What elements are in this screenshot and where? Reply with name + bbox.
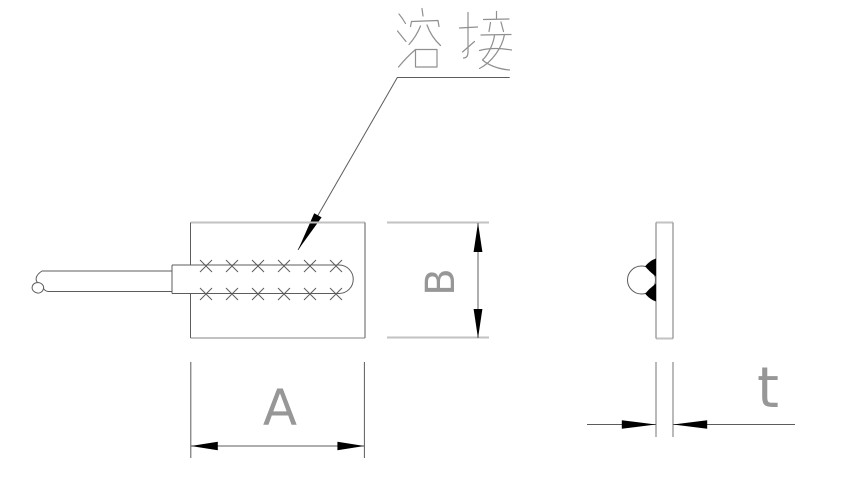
dim-a-label: A [263, 379, 297, 437]
weld-x-icon [225, 287, 239, 301]
weld-x-icon [251, 259, 265, 273]
front-view [31, 221, 366, 339]
weld-x-icon [329, 259, 343, 273]
dim-a-arrow-left-icon [190, 441, 218, 451]
fillet-weld-bottom-icon [645, 283, 656, 302]
wire-cross-section [627, 265, 656, 295]
dim-t-arrow-right-icon [621, 420, 656, 429]
side-view [627, 221, 674, 340]
dim-b-arrow-up-icon [473, 222, 483, 252]
dim-b-label: B [418, 268, 464, 295]
flat-end-round-cap [338, 264, 354, 294]
wire-break-symbol-icon [31, 270, 49, 294]
dim-a-arrow-right-icon [337, 441, 365, 451]
weld-x-icon [225, 259, 239, 273]
leader-line [297, 77, 510, 251]
weld-x-icon [199, 259, 213, 273]
weld-x-marks [199, 259, 343, 301]
dim-t-label: t [757, 356, 779, 421]
weld-x-icon [251, 287, 265, 301]
dimension-t: t [587, 356, 795, 437]
weld-x-icon [277, 259, 291, 273]
dim-t-arrow-left-icon [673, 420, 708, 429]
weld-text-glyphs [396, 7, 513, 71]
dimension-b: B [387, 221, 489, 339]
dimension-a: A [190, 362, 365, 458]
dim-b-arrow-down-icon [473, 309, 483, 339]
weld-x-icon [303, 287, 317, 301]
leader-arrowhead-icon [298, 213, 322, 250]
char-setsu-icon [458, 10, 513, 71]
weld-x-icon [303, 259, 317, 273]
fillet-weld-top-icon [645, 258, 656, 277]
weld-x-icon [277, 287, 291, 301]
weld-x-icon [199, 287, 213, 301]
weld-callout [297, 7, 513, 251]
char-you-icon [396, 7, 442, 68]
weld-x-icon [329, 287, 343, 301]
